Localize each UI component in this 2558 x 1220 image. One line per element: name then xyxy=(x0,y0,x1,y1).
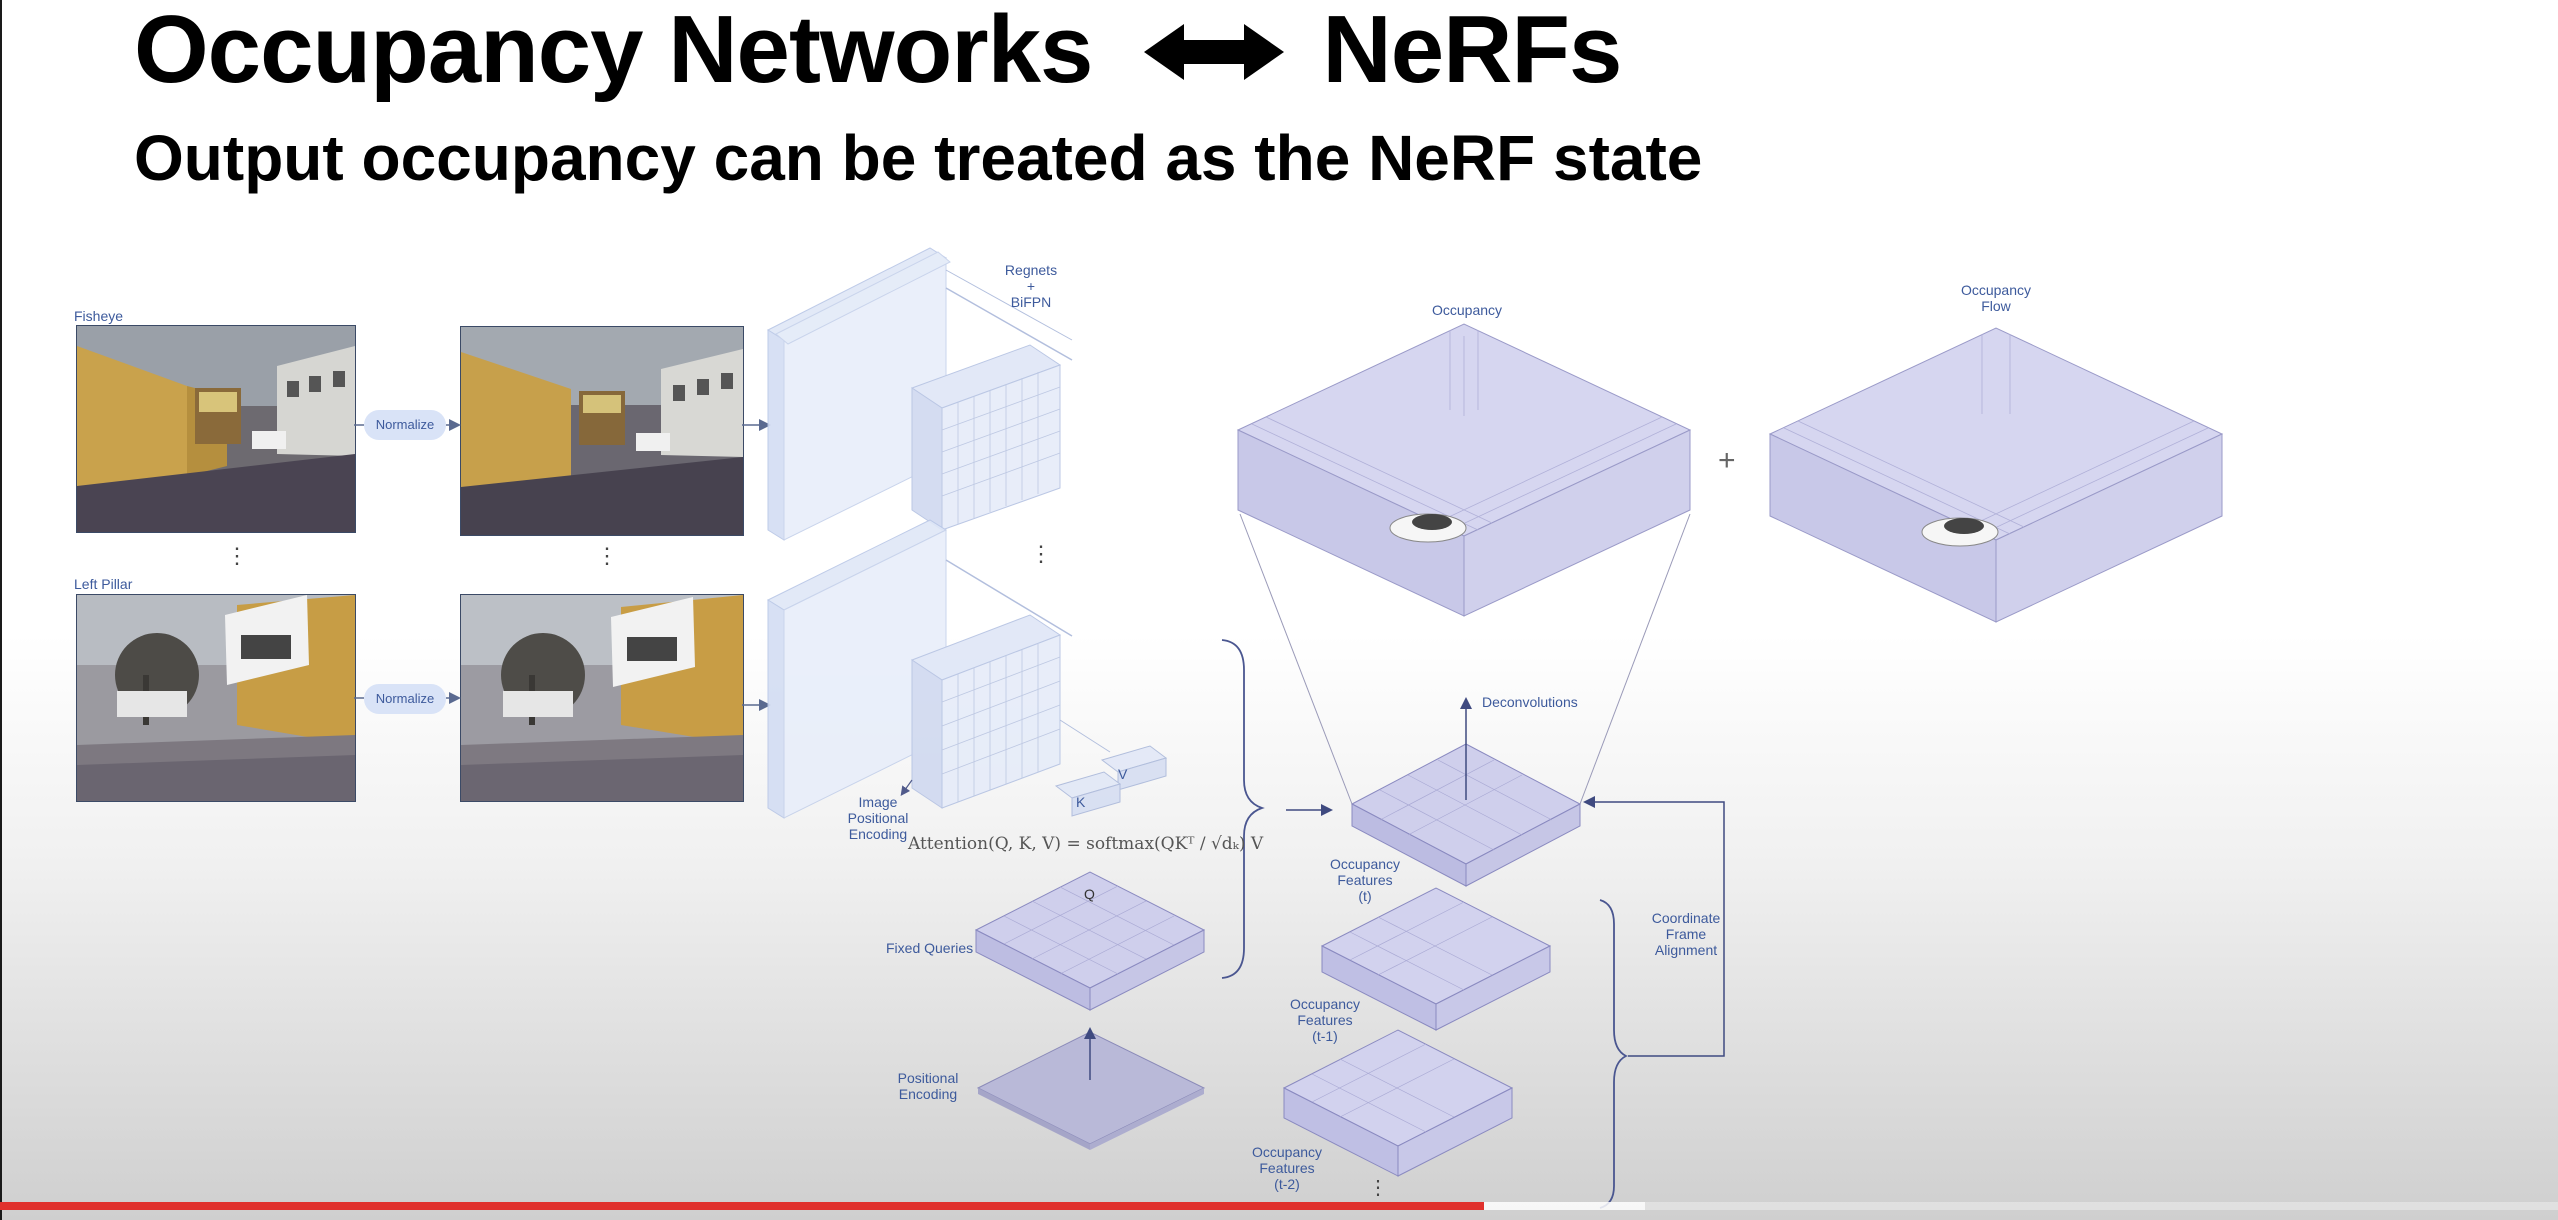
oft1-line-1: Occupancy xyxy=(1290,996,1361,1012)
occupancy-volume xyxy=(1236,323,1692,617)
q-label: Q xyxy=(1084,886,1095,902)
slide-subtitle: Output occupancy can be treated as the N… xyxy=(134,122,1703,194)
backbone-stack-bottom xyxy=(766,519,1168,819)
pe-line-1: Positional xyxy=(897,1070,959,1086)
ellipsis-cam-2: ⋮ xyxy=(596,543,618,568)
coordinate-frame-alignment-label: Coordinate Frame Alignment xyxy=(1650,910,1722,958)
normalize-pill-2: Normalize xyxy=(364,684,446,714)
ipe-line-2: Positional xyxy=(847,810,909,826)
fisheye-raw-image xyxy=(76,325,356,533)
double-arrow-icon xyxy=(1144,2,1285,98)
title-left: Occupancy Networks xyxy=(134,0,1093,103)
oft1-line-3: (t-1) xyxy=(1312,1028,1338,1044)
occ-features-t2-box xyxy=(1282,1029,1514,1177)
of-line-1: Occupancy xyxy=(1960,282,2032,298)
positional-encoding-label: Positional Encoding xyxy=(896,1070,960,1102)
occ-features-t-box xyxy=(1350,743,1582,887)
ellipsis-cam-1: ⋮ xyxy=(226,543,248,568)
oft-line-3: (t) xyxy=(1358,888,1372,904)
v-label: V xyxy=(1118,766,1128,782)
ipe-line-3: Encoding xyxy=(848,826,908,842)
ellipsis-features: ⋮ xyxy=(1030,541,1052,566)
occupancy-flow-volume xyxy=(1768,327,2224,623)
ellipsis-timeline: ⋮ xyxy=(1368,1177,1388,1199)
plus-sign: + xyxy=(1718,444,1736,477)
title-right: NeRFs xyxy=(1322,0,1622,103)
k-label: K xyxy=(1076,794,1086,810)
oft-line-1: Occupancy xyxy=(1330,856,1401,872)
ipe-line-1: Image xyxy=(858,794,898,810)
cfa-line-3: Alignment xyxy=(1654,942,1718,958)
regnets-label: Regnets + BiFPN xyxy=(996,262,1066,310)
left-pillar-normalized-image xyxy=(460,594,744,802)
fixed-queries-box xyxy=(974,871,1206,1011)
image-positional-encoding-label: Image Positional Encoding xyxy=(842,794,914,842)
left-pillar-raw-image xyxy=(76,594,356,802)
oft2-line-2: Features xyxy=(1259,1160,1315,1176)
oft1-line-2: Features xyxy=(1297,1012,1353,1028)
occ-features-t-label: Occupancy Features (t) xyxy=(1330,856,1400,904)
slide-title: Occupancy Networks NeRFs xyxy=(134,0,1622,103)
occ-features-t1-label: Occupancy Features (t-1) xyxy=(1290,996,1360,1044)
occ-features-t2-label: Occupancy Features (t-2) xyxy=(1252,1144,1322,1192)
deconvolutions-label: Deconvolutions xyxy=(1482,694,1578,710)
regnets-line-1: Regnets xyxy=(1004,262,1058,278)
frame-edge xyxy=(0,0,2,1220)
progress-played xyxy=(0,1202,1484,1210)
regnets-line-2: + xyxy=(1026,278,1036,294)
cfa-line-1: Coordinate xyxy=(1651,910,1721,926)
pe-line-2: Encoding xyxy=(898,1086,958,1102)
video-progress-bar[interactable] xyxy=(0,1202,2558,1210)
backbone-stack-top xyxy=(766,247,1073,541)
attention-formula: Attention(Q, K, V) = softmax(QKᵀ / √dₖ) … xyxy=(908,834,1264,854)
fixed-queries-label: Fixed Queries xyxy=(886,940,974,956)
fisheye-normalized-image xyxy=(460,326,744,536)
oft2-line-3: (t-2) xyxy=(1274,1176,1300,1192)
of-line-2: Flow xyxy=(1981,298,2011,314)
occupancy-flow-label: Occupancy Flow xyxy=(1960,282,2032,314)
oft-line-2: Features xyxy=(1337,872,1393,888)
occupancy-label: Occupancy xyxy=(1432,302,1503,318)
occ-features-t1-box xyxy=(1320,887,1552,1031)
regnets-line-3: BiFPN xyxy=(1010,294,1052,310)
left-pillar-label: Left Pillar xyxy=(74,576,133,592)
positional-encoding-plate xyxy=(976,1031,1206,1150)
cfa-line-2: Frame xyxy=(1665,926,1707,942)
oft2-line-1: Occupancy xyxy=(1252,1144,1323,1160)
normalize-pill: Normalize xyxy=(364,410,446,440)
fisheye-label: Fisheye xyxy=(74,308,124,324)
